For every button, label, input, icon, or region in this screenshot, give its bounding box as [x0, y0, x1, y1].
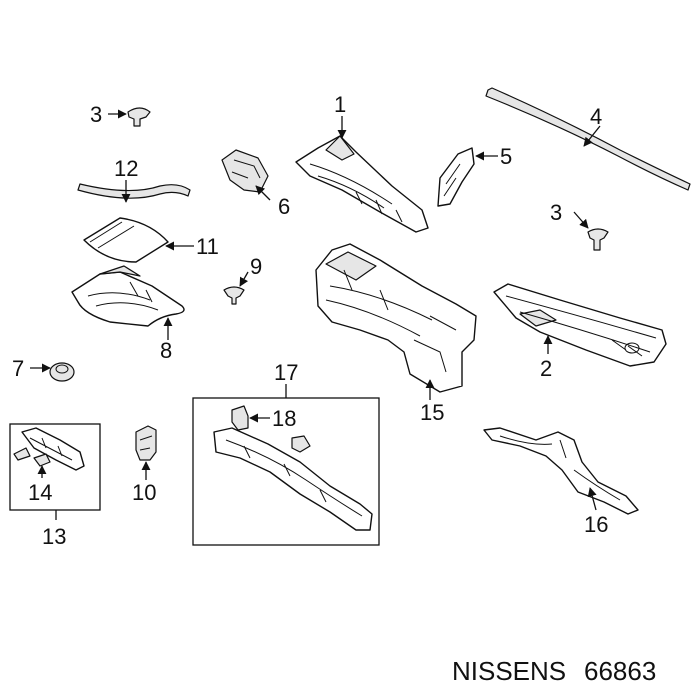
part-5-side-trim[interactable]	[437, 147, 475, 207]
callout-17: 17	[274, 360, 298, 385]
callout-12: 12	[114, 156, 138, 181]
part-16-side-member[interactable]	[483, 427, 639, 515]
part-11-filter-pad[interactable]	[83, 217, 169, 263]
callout-6: 6	[278, 194, 290, 219]
leader-16	[587, 487, 597, 511]
callout-3-right: 3	[550, 200, 562, 225]
callout-1: 1	[334, 92, 346, 117]
inset-box-13	[9, 423, 101, 511]
part-9-clip[interactable]	[223, 286, 245, 305]
part-1-cowl-top-cover[interactable]	[295, 135, 429, 233]
callout-16: 16	[584, 512, 608, 537]
brand-name: NISSENS	[452, 656, 566, 686]
inset-box-17	[192, 397, 380, 546]
callout-13: 13	[42, 524, 66, 549]
part-14-clip[interactable]	[13, 447, 51, 467]
part-17-side-rail[interactable]	[213, 427, 373, 531]
part-number: 66863	[584, 656, 656, 686]
callout-4: 4	[590, 104, 602, 129]
part-15-dash-panel[interactable]	[315, 243, 477, 393]
part-18-bracket[interactable]	[231, 405, 311, 453]
callout-2: 2	[540, 356, 552, 381]
part-12-seal-strip[interactable]	[77, 183, 191, 199]
part-4-weatherstrip[interactable]	[485, 87, 691, 191]
leader-9	[239, 271, 249, 287]
callout-7: 7	[12, 356, 24, 381]
callout-9: 9	[250, 254, 262, 279]
leader-4	[583, 125, 601, 147]
callout-11: 11	[196, 234, 219, 259]
callout-18: 18	[272, 406, 296, 431]
callout-3-left: 3	[90, 102, 102, 127]
part-2-cowl-top-right[interactable]	[493, 283, 667, 367]
part-10-small-bracket[interactable]	[135, 425, 157, 461]
callout-10: 10	[132, 480, 156, 505]
callout-5: 5	[500, 144, 512, 169]
part-7-grommet[interactable]	[49, 362, 75, 382]
part-8-cowl-duct[interactable]	[71, 265, 185, 327]
leader-3-right	[573, 211, 589, 229]
callout-8: 8	[160, 338, 172, 363]
leader-6	[255, 185, 271, 201]
callout-14: 14	[28, 480, 52, 505]
part-3-clip-left[interactable]	[127, 107, 151, 127]
part-13-reinforcement[interactable]	[21, 427, 85, 471]
part-3-clip-right[interactable]	[587, 228, 609, 251]
callout-15: 15	[420, 400, 444, 425]
part-6-bracket[interactable]	[221, 149, 269, 193]
